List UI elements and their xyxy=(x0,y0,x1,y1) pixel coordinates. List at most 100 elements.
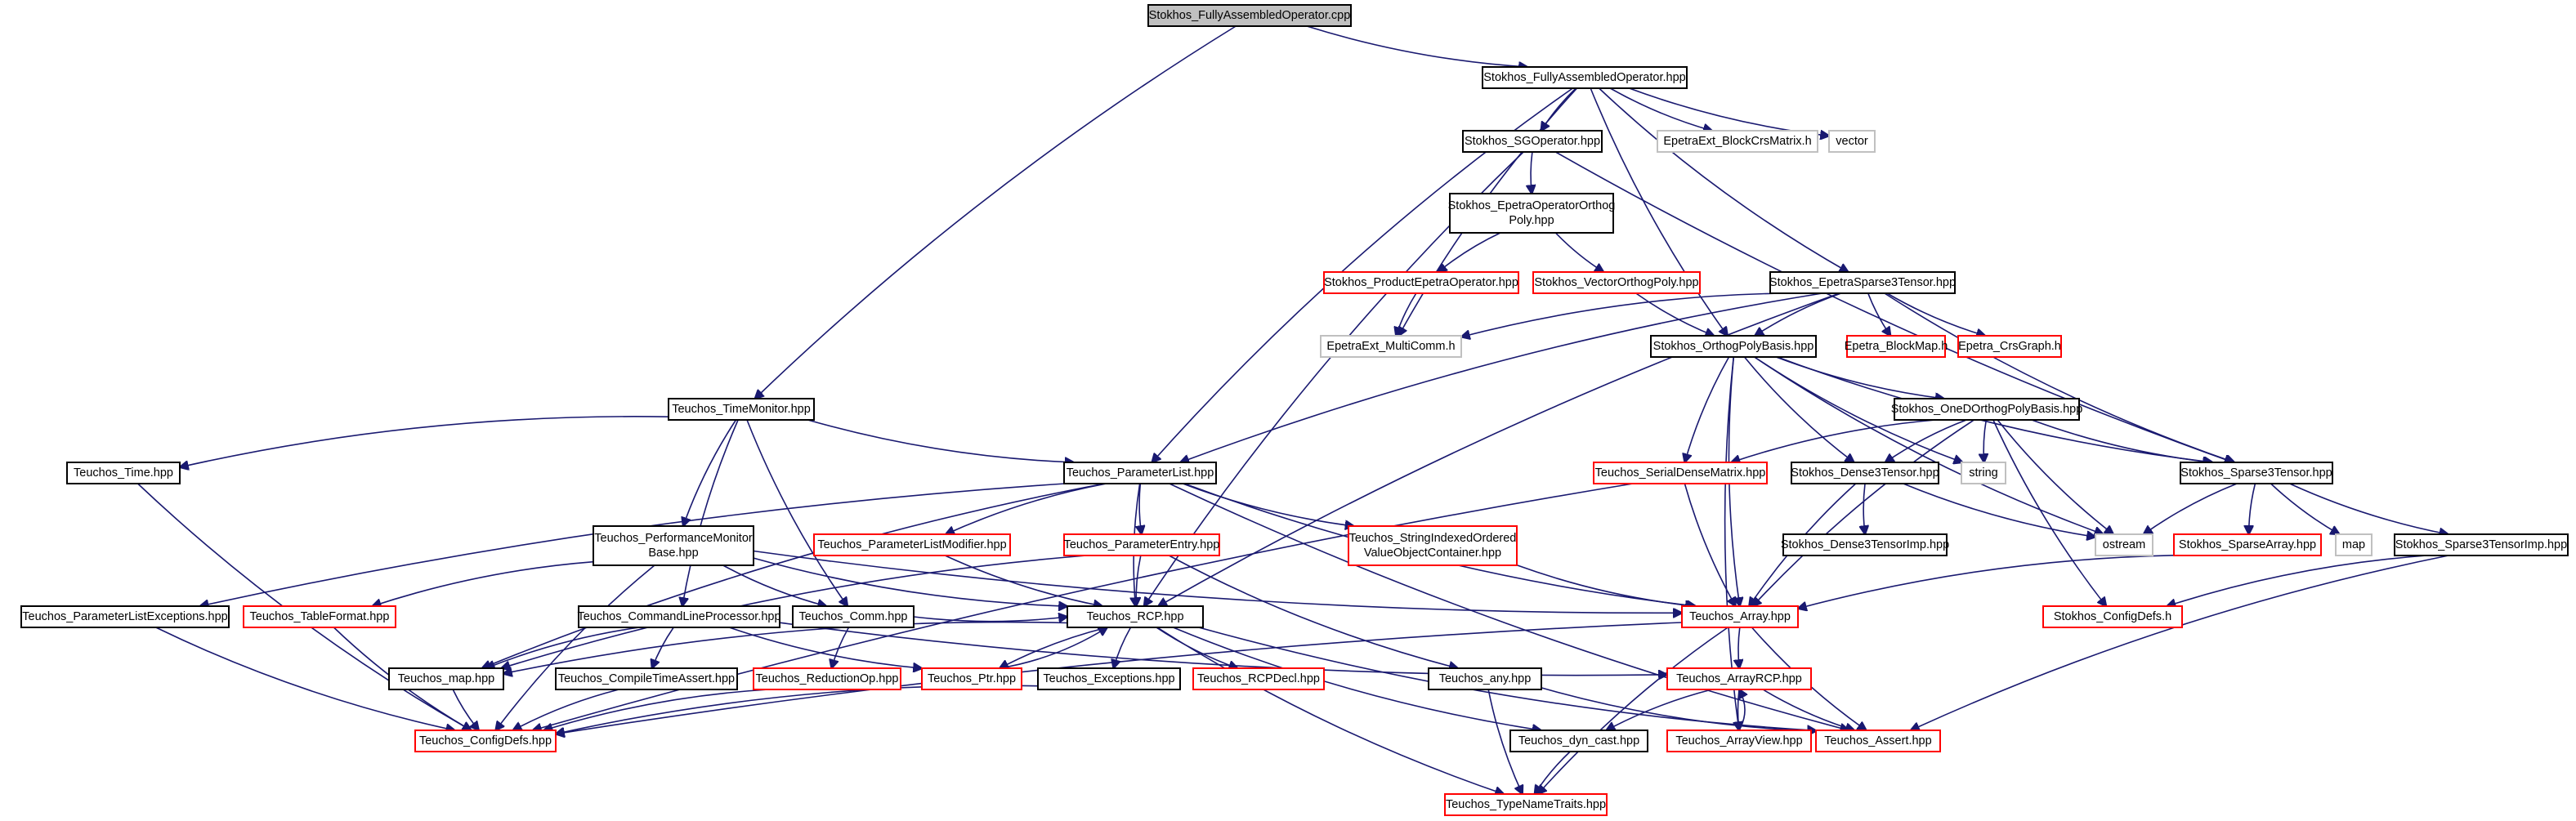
node-timemon[interactable]: Teuchos_TimeMonitor.hpp xyxy=(668,398,815,421)
node-tmap[interactable]: Teuchos_map.hpp xyxy=(388,667,504,690)
edge-es3t-to-opb xyxy=(1755,292,1841,336)
node-vecop[interactable]: Stokhos_VectorOrthogPoly.hpp xyxy=(1532,271,1701,294)
node-box xyxy=(1666,667,1812,690)
edge-d3t-to-d3timp xyxy=(1863,483,1865,534)
edge-prodop-to-multicomm xyxy=(1396,292,1417,336)
node-d3t[interactable]: Stokhos_Dense3Tensor.hpp xyxy=(1791,462,1939,484)
node-label: Stokhos_FullyAssembledOperator.hpp xyxy=(1483,71,1685,84)
node-comm[interactable]: Teuchos_Comm.hpp xyxy=(792,605,915,628)
node-label: Stokhos_FullyAssembledOperator.cpp xyxy=(1149,9,1351,22)
node-box xyxy=(1348,525,1518,566)
edge-timemon-to-time xyxy=(180,416,669,467)
node-blockmap[interactable]: Epetra_BlockMap.h xyxy=(1845,335,1948,358)
node-clp[interactable]: Teuchos_CommandLineProcessor.hpp xyxy=(577,605,781,628)
node-label: Stokhos_Dense3Tensor.hpp xyxy=(1791,466,1939,480)
edge-ptr-to-rcp xyxy=(1000,627,1107,669)
node-label: Teuchos_TimeMonitor.hpp xyxy=(672,403,811,416)
node-plmod[interactable]: Teuchos_ParameterListModifier.hpp xyxy=(813,533,1011,556)
node-crsgraph[interactable]: Epetra_CrsGraph.h xyxy=(1957,335,2062,358)
node-blockcrs: EpetraExt_BlockCrsMatrix.h xyxy=(1657,130,1818,153)
edge-cta-to-cfgdefs_t xyxy=(513,689,619,730)
edge-array-to-tnt xyxy=(1538,627,1729,794)
node-box xyxy=(1782,533,1948,556)
node-cfgdefs_t[interactable]: Teuchos_ConfigDefs.hpp xyxy=(414,730,557,752)
node-box xyxy=(921,667,1022,690)
node-label: Teuchos_Comm.hpp xyxy=(799,610,908,623)
node-time[interactable]: Teuchos_Time.hpp xyxy=(66,462,181,484)
node-box xyxy=(1846,335,1946,358)
node-label: Teuchos_ParameterListExceptions.hpp xyxy=(22,610,227,623)
node-box xyxy=(578,605,780,628)
node-label: Teuchos_map.hpp xyxy=(398,672,495,685)
node-label: Epetra_CrsGraph.h xyxy=(1958,340,2061,353)
node-arcp[interactable]: Teuchos_ArrayRCP.hpp xyxy=(1666,667,1812,690)
node-cta[interactable]: Teuchos_CompileTimeAssert.hpp xyxy=(555,667,738,690)
node-exc[interactable]: Teuchos_Exceptions.hpp xyxy=(1037,667,1181,690)
node-tnt[interactable]: Teuchos_TypeNameTraits.hpp xyxy=(1444,793,1608,816)
node-prodop[interactable]: Stokhos_ProductEpetraOperator.hpp xyxy=(1323,271,1519,294)
node-vector: vector xyxy=(1828,130,1876,153)
node-label: Teuchos_ParameterList.hpp xyxy=(1067,466,1214,480)
edge-root-to-fao_hpp xyxy=(1306,25,1527,67)
node-plist[interactable]: Teuchos_ParameterList.hpp xyxy=(1063,462,1217,484)
node-array[interactable]: Teuchos_Array.hpp xyxy=(1681,605,1799,628)
node-ptr[interactable]: Teuchos_Ptr.hpp xyxy=(921,667,1022,690)
node-box xyxy=(2042,605,2183,628)
node-assert[interactable]: Teuchos_Assert.hpp xyxy=(1815,730,1941,752)
node-box xyxy=(1462,130,1603,153)
edge-plist-to-sio xyxy=(1183,483,1353,526)
node-s3t[interactable]: Stokhos_Sparse3Tensor.hpp xyxy=(2180,462,2333,484)
edge-es3t-to-crsgraph xyxy=(1886,292,1985,336)
edge-redop-to-cfgdefs_t xyxy=(544,689,769,730)
edge-vecop-to-opb xyxy=(1635,292,1714,336)
node-sdm[interactable]: Teuchos_SerialDenseMatrix.hpp xyxy=(1593,462,1768,484)
node-any[interactable]: Teuchos_any.hpp xyxy=(1428,667,1542,690)
node-box xyxy=(388,667,504,690)
edge-es3t-to-blockmap xyxy=(1867,292,1890,336)
edge-opb-to-sdm xyxy=(1685,356,1730,462)
node-box xyxy=(1957,335,2062,358)
node-box xyxy=(1791,462,1939,484)
node-aview[interactable]: Teuchos_ArrayView.hpp xyxy=(1666,730,1812,752)
node-s3timp[interactable]: Stokhos_Sparse3TensorImp.hpp xyxy=(2394,533,2569,556)
node-label: Teuchos_Time.hpp xyxy=(74,466,173,480)
node-oneopb[interactable]: Stokhos_OneDOrthogPolyBasis.hpp xyxy=(1891,398,2083,421)
node-box xyxy=(2394,533,2569,556)
edge-es3t-to-s3t xyxy=(1884,292,2234,462)
node-label: Teuchos_Array.hpp xyxy=(1689,610,1791,623)
node-box xyxy=(1681,605,1799,628)
node-dyncast[interactable]: Teuchos_dyn_cast.hpp xyxy=(1509,730,1648,752)
edge-s3t-to-ostream xyxy=(2144,483,2238,534)
edge-opb-to-s3t xyxy=(1777,356,2213,462)
node-label: Stokhos_EpetraSparse3Tensor.hpp xyxy=(1769,276,1956,289)
node-rcp[interactable]: Teuchos_RCP.hpp xyxy=(1067,605,1204,628)
node-tablefmt[interactable]: Teuchos_TableFormat.hpp xyxy=(243,605,396,628)
node-label: Teuchos_RCP.hpp xyxy=(1086,610,1183,623)
node-sio[interactable]: Teuchos_StringIndexedOrderedValueObjectC… xyxy=(1348,525,1518,566)
node-map: map xyxy=(2335,533,2373,556)
node-label: Teuchos_any.hpp xyxy=(1439,672,1532,685)
node-label: Stokhos_OrthogPolyBasis.hpp xyxy=(1653,340,1814,353)
node-box xyxy=(1828,130,1876,153)
node-fao_hpp[interactable]: Stokhos_FullyAssembledOperator.hpp xyxy=(1482,66,1688,89)
node-pentry[interactable]: Teuchos_ParameterEntry.hpp xyxy=(1063,533,1220,556)
node-redop[interactable]: Teuchos_ReductionOp.hpp xyxy=(753,667,901,690)
node-sgop[interactable]: Stokhos_SGOperator.hpp xyxy=(1462,130,1603,153)
node-d3timp[interactable]: Stokhos_Dense3TensorImp.hpp xyxy=(1781,533,1949,556)
node-label: Teuchos_ParameterEntry.hpp xyxy=(1064,538,1220,551)
node-opb[interactable]: Stokhos_OrthogPolyBasis.hpp xyxy=(1650,335,1817,358)
node-es3t[interactable]: Stokhos_EpetraSparse3Tensor.hpp xyxy=(1769,271,1956,294)
node-rcpdecl[interactable]: Teuchos_RCPDecl.hpp xyxy=(1192,667,1325,690)
node-plexc[interactable]: Teuchos_ParameterListExceptions.hpp xyxy=(20,605,230,628)
node-label: EpetraExt_BlockCrsMatrix.h xyxy=(1663,135,1811,148)
node-root[interactable]: Stokhos_FullyAssembledOperator.cpp xyxy=(1147,4,1352,27)
node-box xyxy=(1509,730,1648,752)
edge-eoop-to-vecop xyxy=(1554,232,1603,272)
node-label: Teuchos_ReductionOp.hpp xyxy=(756,672,899,685)
node-sparray[interactable]: Stokhos_SparseArray.hpp xyxy=(2173,533,2322,556)
edge-pmb-to-array xyxy=(753,550,1682,614)
node-cfgdefs_s[interactable]: Stokhos_ConfigDefs.h xyxy=(2042,605,2183,628)
